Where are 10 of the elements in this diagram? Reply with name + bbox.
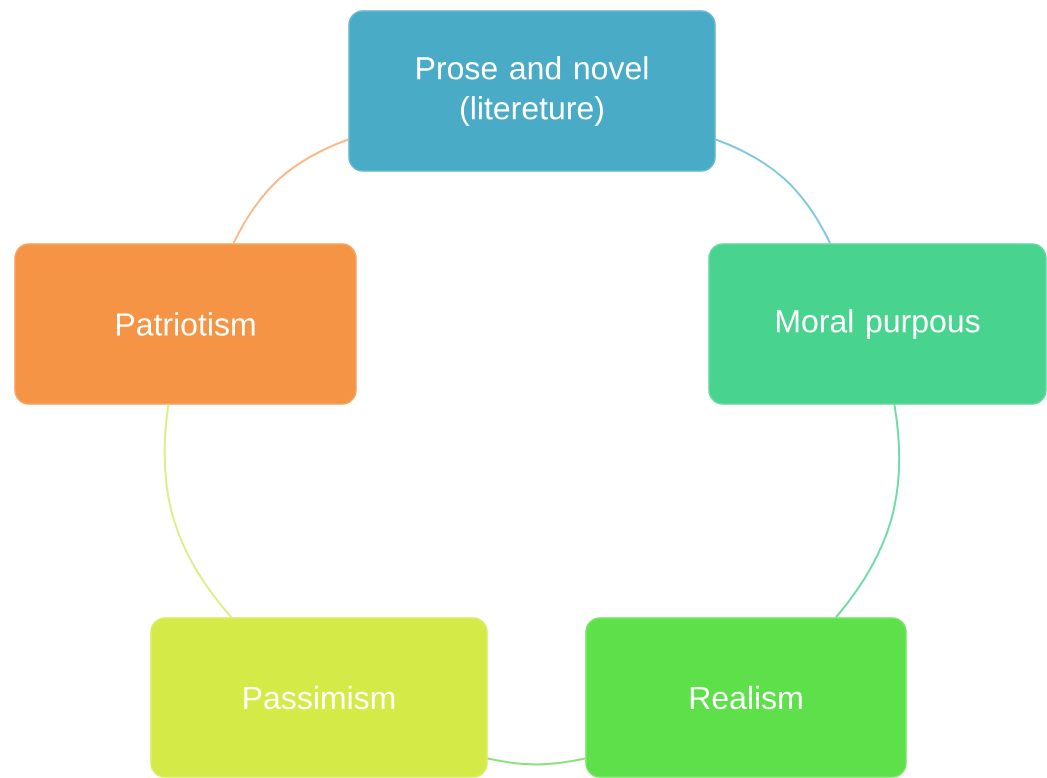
connector-arc xyxy=(232,138,350,245)
topic-box: Passimism xyxy=(150,617,488,778)
topic-box: Patriotism xyxy=(14,243,357,405)
connector-arc xyxy=(163,403,233,619)
connector-arc xyxy=(486,757,587,766)
connector-arc xyxy=(714,138,832,245)
topic-box: Realism xyxy=(585,617,907,778)
topic-box: Prose and novel (litereture) xyxy=(348,10,716,172)
topic-box: Moral purpous xyxy=(708,243,1047,405)
connector-arc xyxy=(835,403,901,619)
